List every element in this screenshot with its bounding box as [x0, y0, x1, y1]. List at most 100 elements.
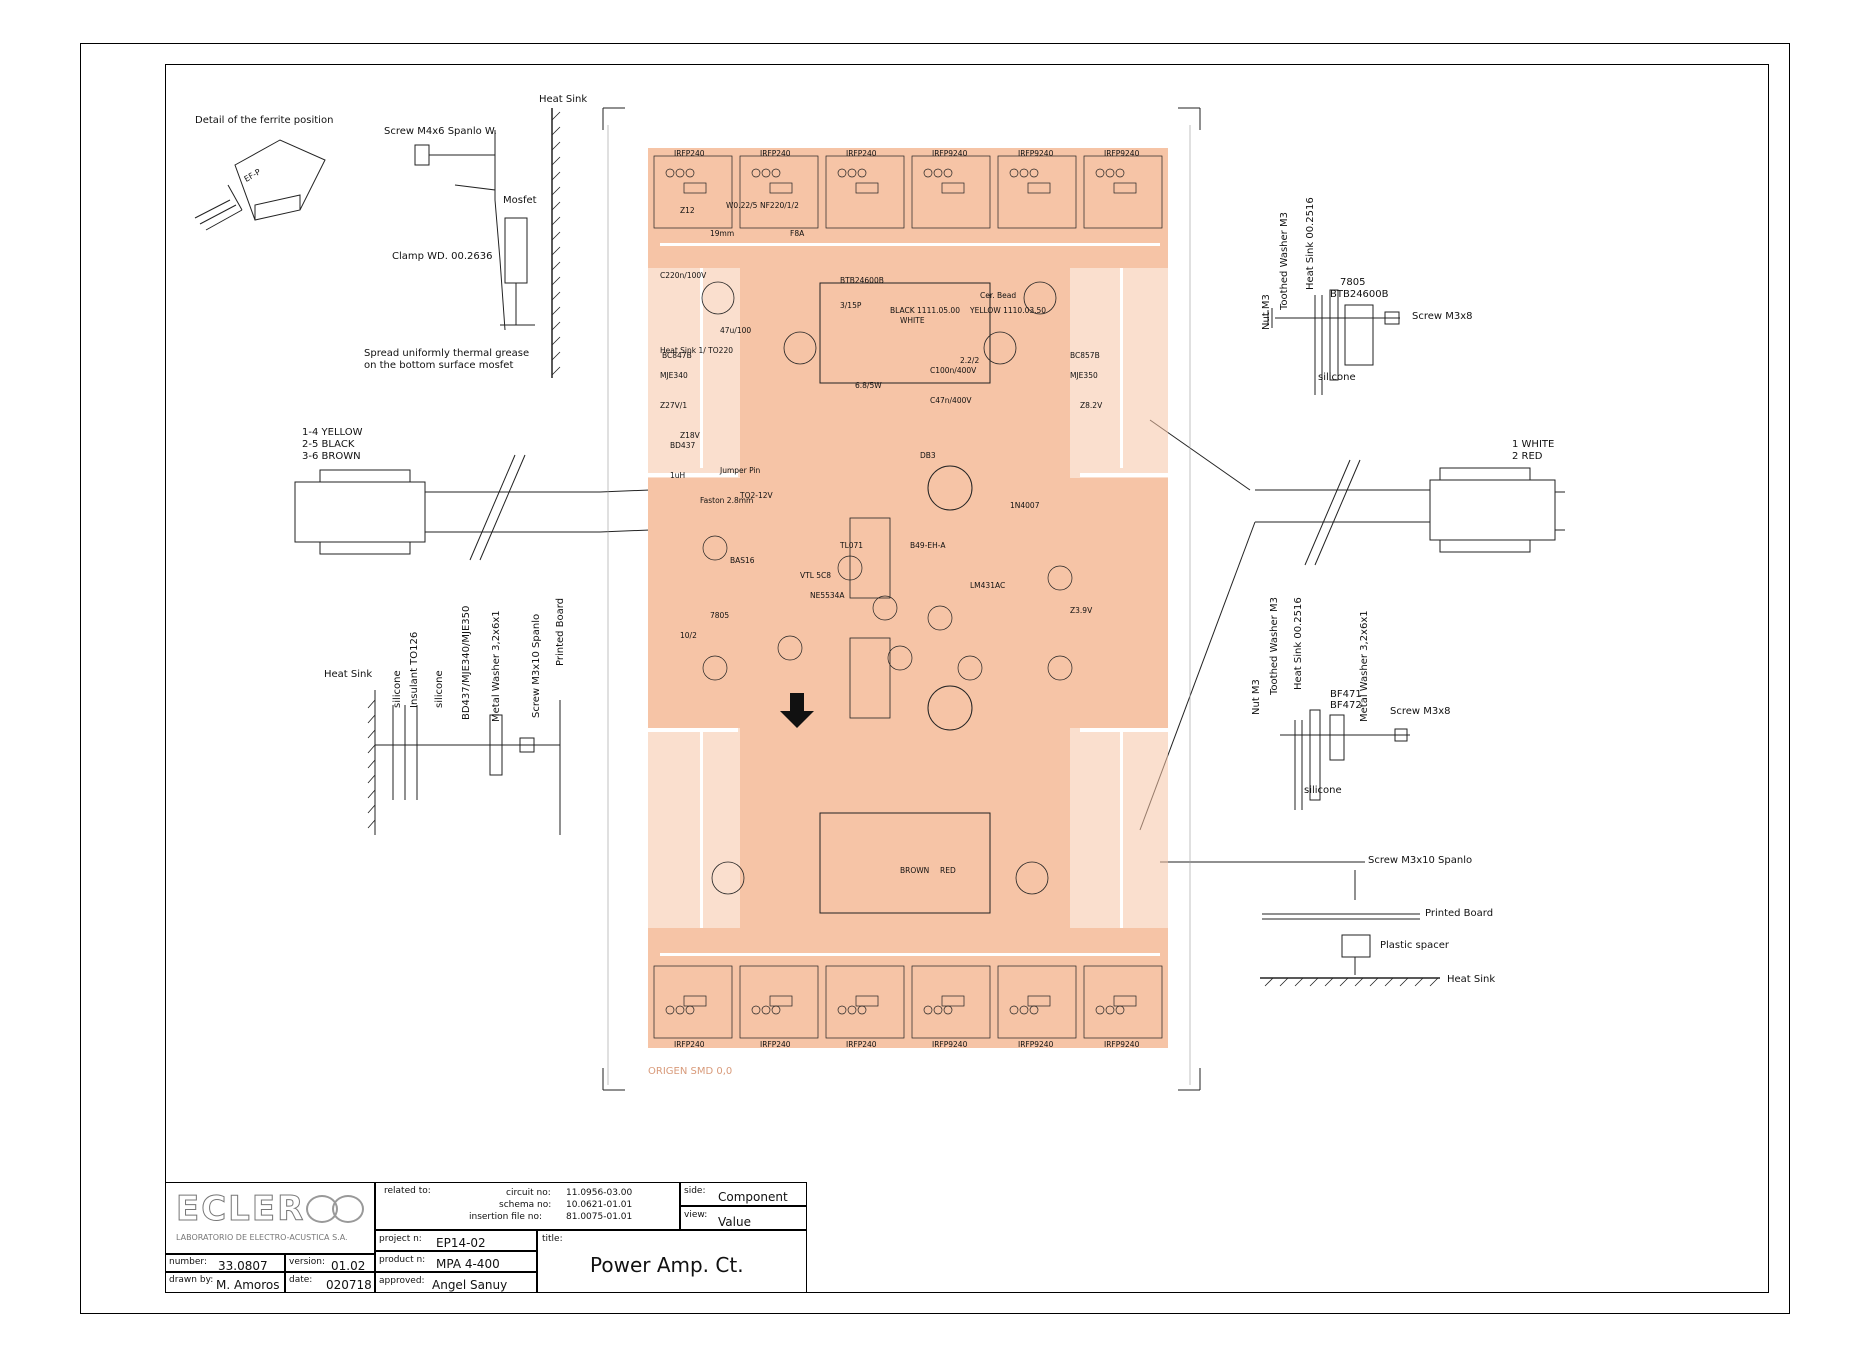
transistor-footprint-bottom — [911, 965, 991, 1039]
screw-top-label: Screw M4x6 Spanlo W. — [384, 126, 497, 137]
circuit-label: circuit no: — [506, 1188, 551, 1198]
pad-icon — [665, 1005, 675, 1015]
right-mid-screw: Screw M3x8 — [1390, 706, 1451, 717]
component-label: Faston 2.8mm — [700, 496, 753, 505]
right-mid-metal-washer: Metal Washer 3,2x6x1 — [1359, 610, 1370, 722]
product-label: product n: — [379, 1255, 426, 1265]
right-top-reg-2: BTB24600B — [1330, 289, 1389, 300]
resistor-footprint — [1027, 995, 1051, 1007]
component-label: BTB24600B — [840, 276, 884, 285]
board-gap — [1080, 728, 1170, 732]
side-value: Component — [718, 1190, 788, 1204]
drawing-border-outer — [80, 43, 1790, 1314]
resistor-footprint — [941, 182, 965, 194]
heat-sink-top-label: Heat Sink — [539, 94, 588, 105]
component-label: 7805 — [710, 611, 729, 620]
wire-left-1: 1-4 YELLOW — [302, 427, 363, 438]
view-value: Value — [718, 1215, 751, 1229]
component-label: C100n/400V — [930, 366, 977, 375]
pad-icon — [923, 168, 933, 178]
grease-note-line1: Spread uniformly thermal grease — [364, 348, 530, 359]
component-label: Z27V/1 — [660, 401, 687, 410]
transistor-label-bottom: IRFP240 — [846, 1040, 877, 1048]
transistor-label-top: IRFP9240 — [1018, 149, 1054, 158]
component-label: Cer. Bead — [980, 291, 1016, 300]
resistor-footprint — [1113, 182, 1137, 194]
drawn-value: M. Amoros — [216, 1278, 280, 1292]
copper-bottom-row — [648, 928, 1168, 1048]
schema-number: 10.0621-01.01 — [566, 1200, 633, 1210]
board-gap — [660, 953, 1160, 956]
drawn-cell: drawn by: M. Amoros — [165, 1272, 285, 1293]
version-value: 01.02 — [331, 1259, 366, 1273]
pad-icon — [1115, 168, 1125, 178]
resistor-footprint — [855, 995, 879, 1007]
date-label: date: — [289, 1275, 313, 1285]
transistor-footprint-bottom — [739, 965, 819, 1039]
date-cell: date: 020718 — [285, 1272, 375, 1293]
right-top-screw: Screw M3x8 — [1412, 311, 1473, 322]
version-label: version: — [289, 1257, 325, 1267]
pad-icon — [1009, 168, 1019, 178]
capacitor-footprint — [777, 635, 803, 661]
pad-icon — [675, 1005, 685, 1015]
resistor-footprint — [1113, 995, 1137, 1007]
component-label: BLACK 1111.05.00 — [890, 306, 960, 315]
direction-arrow-icon — [780, 693, 814, 728]
copper-lower-block — [740, 728, 1070, 928]
version-cell: version: 01.02 — [285, 1254, 375, 1273]
wire-right-2: 2 RED — [1512, 451, 1543, 462]
copper-upper-block — [740, 268, 1070, 478]
component-label: 19mm — [710, 229, 734, 238]
capacitor-footprint — [711, 861, 745, 895]
right-top-washer: Toothed Washer M3 — [1279, 212, 1290, 310]
component-label: TO2-12V — [739, 491, 774, 500]
capacitor-footprint — [702, 535, 728, 561]
component-label: 47u/100 — [720, 326, 751, 335]
left-bottom-transistor: BD437/MJE340/MJE350 — [461, 605, 472, 720]
pad-icon — [933, 168, 943, 178]
pad-icon — [665, 168, 675, 178]
resistor-block-bottom — [819, 812, 991, 914]
grease-note-line2: on the bottom surface mosfet — [364, 360, 514, 371]
title-label: title: — [542, 1234, 563, 1244]
company-name: LABORATORIO DE ELECTRO-ACUSTICA S.A. — [176, 1233, 348, 1242]
component-label: DB3 — [920, 451, 936, 460]
related-cell: related to: circuit no: 11.0956-03.00 sc… — [375, 1182, 680, 1230]
pad-icon — [847, 168, 857, 178]
wire-left-3: 3-6 BROWN — [302, 451, 361, 462]
board-gap — [648, 728, 738, 732]
pad-icon — [837, 168, 847, 178]
project-label: project n: — [379, 1234, 422, 1244]
component-label: RED — [940, 866, 956, 875]
optocoupler-top — [849, 517, 891, 599]
project-cell: project n: EP14-02 — [375, 1230, 537, 1251]
right-top-reg-1: 7805 — [1340, 277, 1366, 288]
circuit-number: 11.0956-03.00 — [566, 1188, 633, 1198]
resistor-footprint — [769, 182, 793, 194]
component-label: 6.8/5W — [855, 381, 882, 390]
component-label: BD437 — [670, 441, 695, 450]
pad-icon — [761, 1005, 771, 1015]
pad-icon — [1095, 1005, 1105, 1015]
capacitor-footprint — [927, 605, 953, 631]
resistor-footprint — [683, 182, 707, 194]
left-bottom-washer: Metal Washer 3,2x6x1 — [491, 610, 502, 722]
schema-label: schema no: — [499, 1200, 552, 1210]
capacitor-footprint — [1047, 565, 1073, 591]
transistor-footprint-bottom — [997, 965, 1077, 1039]
right-mid-heatsink: Heat Sink 00.2516 — [1293, 597, 1304, 690]
spacer-heatsink-label: Heat Sink — [1447, 974, 1496, 985]
right-top-heatsink: Heat Sink 00.2516 — [1305, 197, 1316, 290]
right-mid-bf-2: BF472 — [1330, 700, 1362, 711]
resistor-footprint — [855, 182, 879, 194]
transistor-label-bottom: IRFP240 — [760, 1040, 791, 1048]
board-gap — [700, 268, 703, 468]
pad-icon — [933, 1005, 943, 1015]
board-gap — [1120, 728, 1123, 928]
component-label: NE5534A — [810, 591, 845, 600]
left-bottom-heatsink: Heat Sink — [324, 669, 373, 680]
component-label: Z3.9V — [1070, 606, 1093, 615]
transistor-label-top: IRFP9240 — [932, 149, 968, 158]
transistor-footprint-bottom — [825, 965, 905, 1039]
